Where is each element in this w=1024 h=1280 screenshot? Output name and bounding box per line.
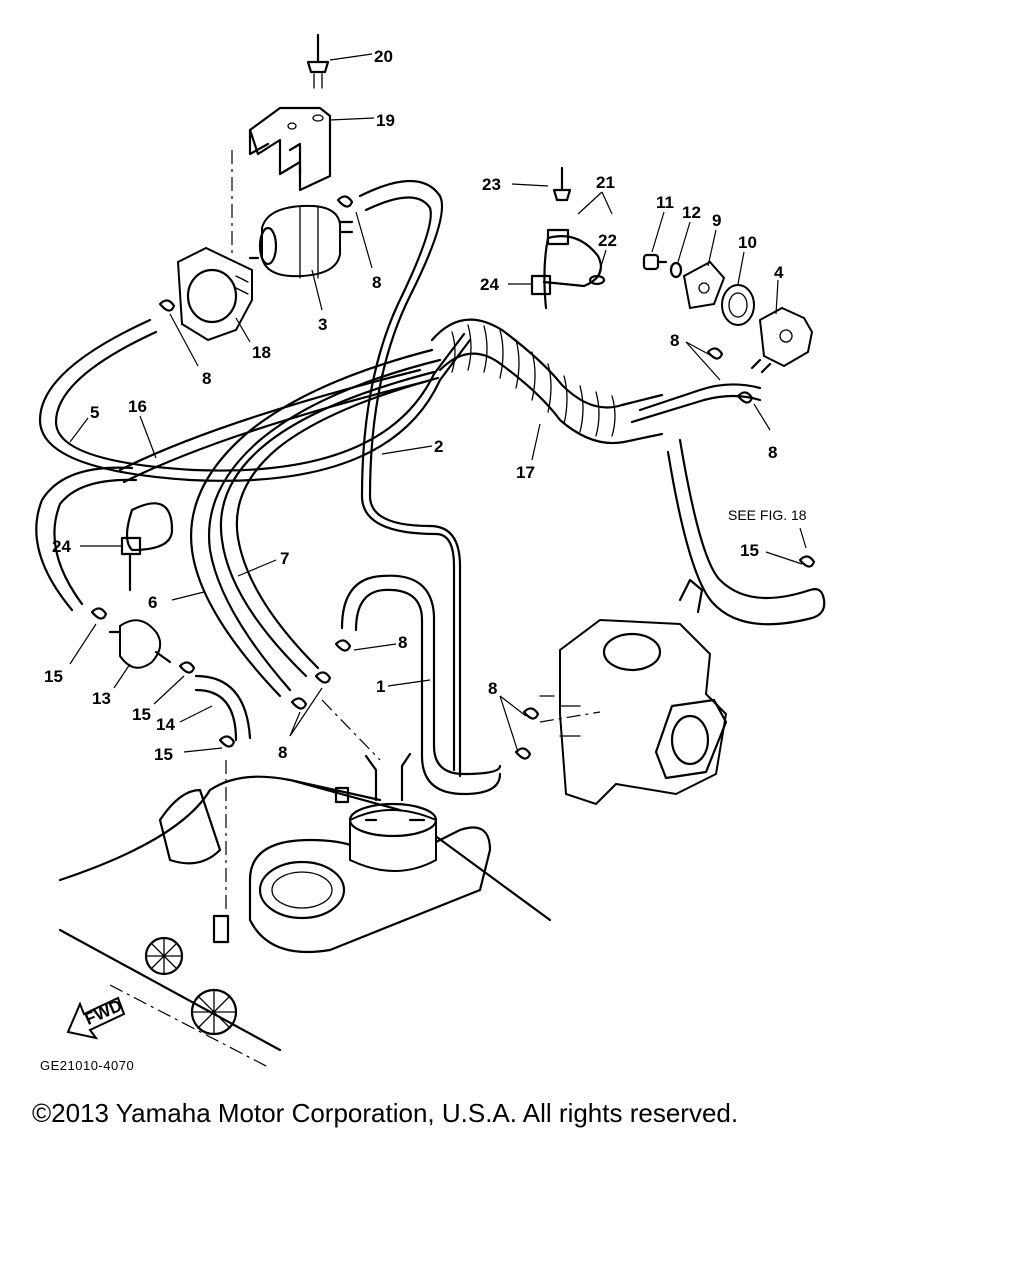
hose-part-1 (340, 574, 502, 796)
callout-13: 13 (92, 689, 111, 708)
hose-part-16 (118, 368, 426, 484)
callout-22: 22 (598, 231, 617, 250)
callout-14: 14 (156, 715, 175, 734)
tank-fittings (144, 786, 350, 1036)
see-fig-note: SEE FIG. 18 (728, 507, 807, 523)
callout-10: 10 (738, 233, 757, 252)
check-valve-part-13 (108, 619, 172, 669)
fuel-filter-part-3 (248, 204, 354, 279)
corrugated-tube-part-17 (430, 318, 664, 445)
filter-holder-part-18 (176, 246, 253, 342)
callout-15-bottom: 15 (154, 745, 173, 764)
bracket-part-19 (248, 106, 332, 192)
fuel-tank (58, 775, 552, 1052)
bolt-part-23 (552, 166, 572, 202)
callout-15-right: 15 (740, 541, 759, 560)
hose-part-14 (194, 674, 252, 742)
callout-8-throttle: 8 (488, 679, 497, 698)
copyright-notice: ©2013 Yamaha Motor Corporation, U.S.A. A… (32, 1098, 739, 1128)
cable-tie-part-24 (120, 502, 174, 592)
callout-6: 6 (148, 593, 157, 612)
callout-7: 7 (280, 549, 289, 568)
callout-2: 2 (434, 437, 443, 456)
hose-clamp-part-21 (530, 228, 602, 310)
callout-24-left: 24 (52, 537, 71, 556)
callout-17: 17 (516, 463, 535, 482)
hose-part-6 (190, 348, 442, 698)
screw-part-11 (642, 253, 668, 271)
callout-19: 19 (376, 111, 395, 130)
callout-8-valve-top: 8 (670, 331, 679, 350)
clips-group (90, 195, 816, 760)
callout-8-pump: 8 (398, 633, 407, 652)
callout-23: 23 (482, 175, 501, 194)
callout-8-filter: 8 (372, 273, 381, 292)
hose-left-loop (35, 466, 138, 612)
callout-4: 4 (774, 263, 784, 282)
callout-9: 9 (712, 211, 721, 230)
throttle-body (539, 578, 728, 806)
callout-12: 12 (682, 203, 701, 222)
seal-part-10 (721, 284, 755, 326)
callout-8-hoses: 8 (278, 743, 287, 762)
callout-18: 18 (252, 343, 271, 362)
callout-8-left: 8 (202, 369, 211, 388)
lever-part-9 (682, 260, 726, 310)
hose-part-2 (358, 179, 462, 778)
fuel-system-parts-diagram: FWD (35, 33, 826, 1073)
washer-part-22 (588, 274, 606, 286)
drawing-code: GE21010-4070 (40, 1058, 134, 1073)
callout-5: 5 (90, 403, 99, 422)
callout-3: 3 (318, 315, 327, 334)
forward-arrow: FWD (66, 996, 126, 1040)
callout-24-top: 24 (480, 275, 499, 294)
centerline-tank (109, 984, 271, 1069)
leader-lines (69, 53, 807, 753)
callout-8-valve-bottom: 8 (768, 443, 777, 462)
centerline-pump (321, 699, 381, 761)
fuel-pump (348, 752, 438, 872)
callout-15-mid: 15 (132, 705, 151, 724)
bolt-part-20 (306, 33, 330, 89)
hose-part-7 (219, 370, 440, 678)
hose-part-5 (38, 318, 472, 482)
fuel-cock-part-4 (750, 306, 814, 374)
callout-21: 21 (596, 173, 615, 192)
hose-right-outlet (630, 383, 826, 626)
callout-11: 11 (656, 193, 674, 212)
washer-part-12 (669, 261, 683, 279)
callout-16: 16 (128, 397, 147, 416)
callout-1: 1 (376, 677, 385, 696)
centerline-throttle (539, 711, 601, 723)
callout-15-left: 15 (44, 667, 63, 686)
callout-20: 20 (374, 47, 393, 66)
